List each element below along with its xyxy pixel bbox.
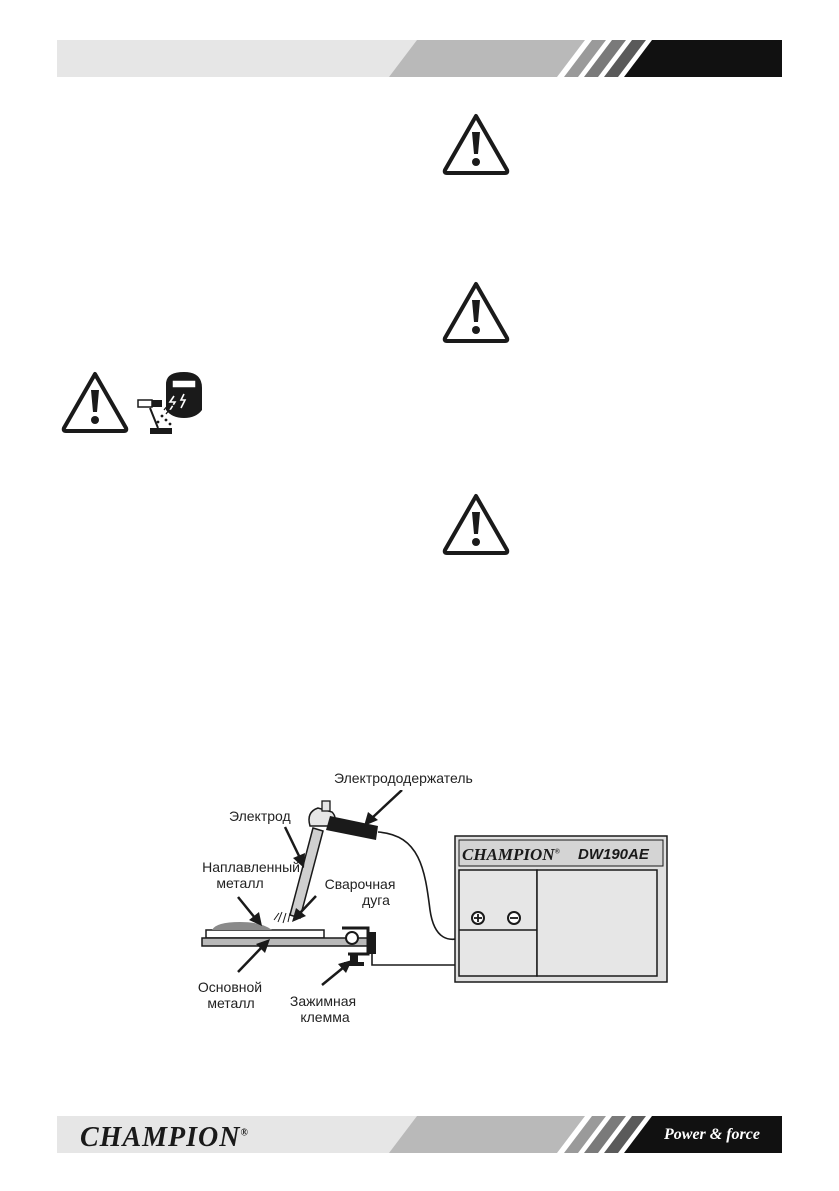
label-clamp-2: клемма [300,1009,350,1025]
label-deposited-metal-1: Наплавленный [202,859,300,875]
warning-triangle-icon [442,282,510,343]
label-electrode: Электрод [229,808,291,824]
header-band [57,40,782,77]
label-arc-2: дуга [362,892,390,908]
footer-brand-logo: CHAMPION® [80,1122,249,1153]
label-deposited-metal-2: металл [216,875,264,891]
label-clamp-1: Зажимная [289,993,357,1009]
warning-triangle-icon [61,372,129,433]
welding-circuit-diagram [201,790,668,986]
label-base-metal-1: Основной [197,979,263,995]
warning-triangle-icon [442,494,510,555]
footer-slogan: Power & force [664,1126,760,1143]
machine-model: DW190AE [578,846,649,863]
machine-brand: CHAMPION® [462,845,560,864]
welding-mask-icon [137,372,202,434]
label-electrode-holder: Электрододержатель [334,770,473,786]
footer-band [57,1116,782,1153]
label-base-metal-2: металл [207,995,255,1011]
warning-triangle-icon [442,114,510,175]
label-arc-1: Сварочная [324,876,396,892]
